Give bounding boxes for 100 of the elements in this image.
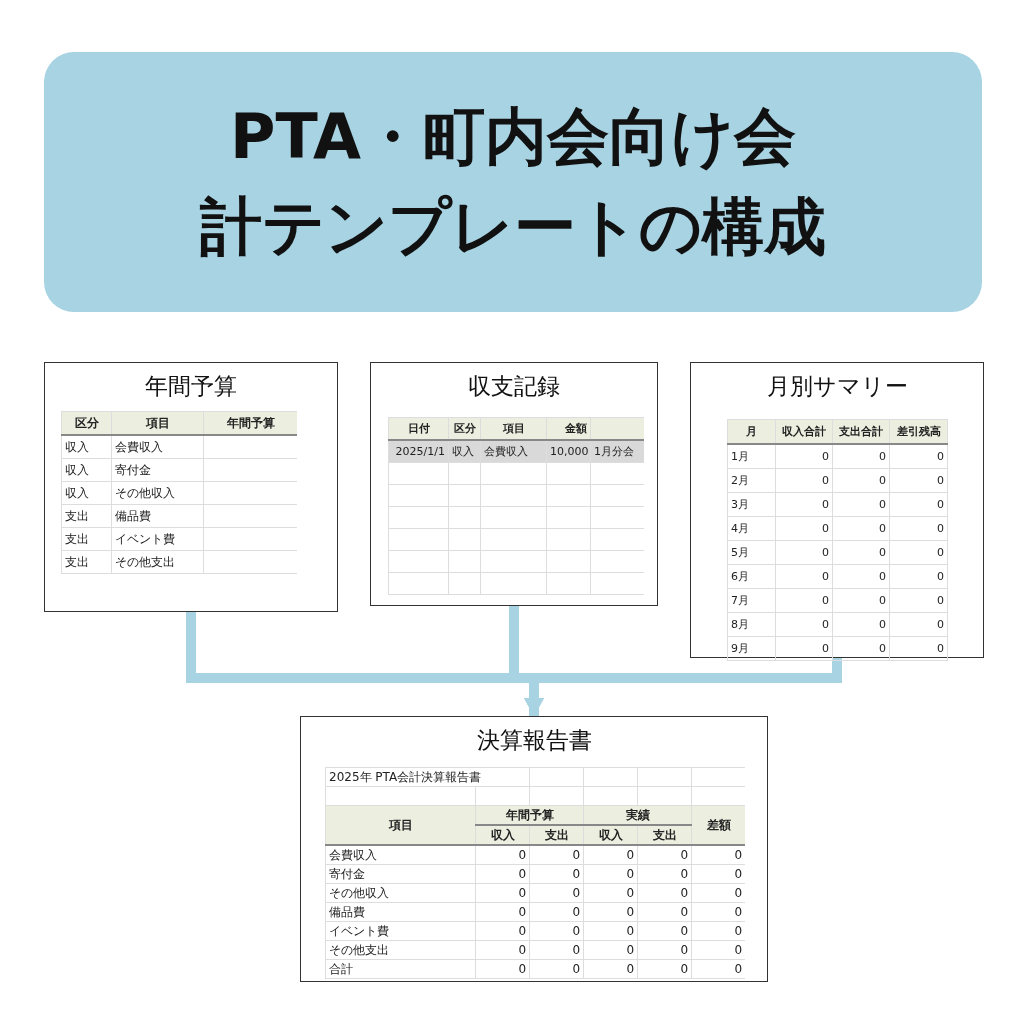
sheet-card xyxy=(300,716,768,982)
table-cell: 0 xyxy=(775,588,833,613)
table-cell: その他収入 xyxy=(111,481,204,505)
table-cell: 0 xyxy=(775,516,833,541)
table-cell: 0 xyxy=(475,940,530,960)
header-cell: 金額 xyxy=(546,417,591,440)
sheet-title: 年間予算 xyxy=(145,372,237,401)
table-cell: 0 xyxy=(775,444,833,469)
table-cell: 0 xyxy=(889,612,948,637)
table-cell: 0 xyxy=(889,564,948,589)
table-cell: 0 xyxy=(475,883,530,903)
table-cell: 2025年 PTA会計決算報告書 xyxy=(325,767,530,787)
table-cell: 会費収入 xyxy=(111,435,204,459)
table-cell: その他収入 xyxy=(325,883,476,903)
table-cell: 3月 xyxy=(727,492,776,517)
table-cell: 0 xyxy=(832,468,890,493)
table-cell: 0 xyxy=(889,492,948,517)
table-cell: 0 xyxy=(637,902,692,922)
table-cell: 0 xyxy=(529,864,584,884)
table-cell: イベント費 xyxy=(325,921,476,941)
table-cell: 7月 xyxy=(727,588,776,613)
table-cell: 0 xyxy=(583,921,638,941)
table-cell: 0 xyxy=(775,468,833,493)
table-cell: 寄付金 xyxy=(325,864,476,884)
table-cell: 支出 xyxy=(61,550,112,574)
header-cell: 差額 xyxy=(691,805,745,845)
table-cell: 6月 xyxy=(727,564,776,589)
table-cell: 0 xyxy=(583,864,638,884)
table-cell: 0 xyxy=(889,588,948,613)
header-cell: 年間予算 xyxy=(203,411,297,435)
table-cell: 収入 xyxy=(61,435,112,459)
table-cell: 0 xyxy=(637,921,692,941)
table-cell: 0 xyxy=(529,902,584,922)
table-cell: 0 xyxy=(475,959,530,979)
table-cell: 0 xyxy=(475,845,530,865)
sheet-card xyxy=(370,362,658,606)
table-cell: 8月 xyxy=(727,612,776,637)
table-cell: 収入 xyxy=(61,481,112,505)
header-cell: 区分 xyxy=(61,411,112,435)
sheet-card xyxy=(690,362,984,658)
sheet-title: 決算報告書 xyxy=(476,726,592,755)
table-cell: 0 xyxy=(583,959,638,979)
table-cell: 0 xyxy=(583,883,638,903)
table-cell: 0 xyxy=(889,636,948,661)
sheet-title: 収支記録 xyxy=(468,372,560,401)
table-cell: 0 xyxy=(529,940,584,960)
table-cell: 0 xyxy=(637,959,692,979)
table-cell: 支出 xyxy=(61,504,112,528)
table-cell: 0 xyxy=(583,845,638,865)
header-cell: 区分 xyxy=(448,417,481,440)
table-cell: 0 xyxy=(637,845,692,865)
header-cell: 支出合計 xyxy=(832,419,890,444)
table-cell: 0 xyxy=(637,864,692,884)
table-cell: 0 xyxy=(775,564,833,589)
table-cell: 2月 xyxy=(727,468,776,493)
table-cell: 0 xyxy=(889,444,948,469)
table-cell: 0 xyxy=(775,492,833,517)
table-cell: 0 xyxy=(832,636,890,661)
header-cell: 日付 xyxy=(388,417,449,440)
table-cell: 0 xyxy=(832,612,890,637)
table-cell: 0 xyxy=(775,540,833,565)
title-banner: PTA・町内会向け会計テンプレートの構成 xyxy=(44,52,982,312)
table-cell: 1月 xyxy=(727,444,776,469)
table-cell: 0 xyxy=(637,883,692,903)
table-cell: 4月 xyxy=(727,516,776,541)
table-cell: 0 xyxy=(583,902,638,922)
header-cell: 収入合計 xyxy=(775,419,833,444)
sheet-title: 月別サマリー xyxy=(766,372,908,401)
table-cell: 備品費 xyxy=(325,902,476,922)
table-cell: 0 xyxy=(637,940,692,960)
table-cell: 0 xyxy=(583,940,638,960)
table-cell: 0 xyxy=(775,612,833,637)
table-cell: その他支出 xyxy=(111,550,204,574)
table-cell: 2025/1/1 xyxy=(388,440,449,463)
table-cell: 0 xyxy=(529,921,584,941)
header-cell: 項目 xyxy=(111,411,204,435)
table-cell: 9月 xyxy=(727,636,776,661)
table-cell: 寄付金 xyxy=(111,458,204,482)
header-cell: 項目 xyxy=(480,417,547,440)
table-cell: 0 xyxy=(475,921,530,941)
table-cell: 0 xyxy=(775,636,833,661)
table-cell: 0 xyxy=(832,588,890,613)
table-cell: 0 xyxy=(529,959,584,979)
table-cell: 0 xyxy=(889,468,948,493)
table-cell: 0 xyxy=(529,845,584,865)
header-cell: 月 xyxy=(727,419,776,444)
header-cell: 項目 xyxy=(325,805,476,845)
sheet-card xyxy=(44,362,338,612)
table-cell: 0 xyxy=(832,492,890,517)
table-cell: 5月 xyxy=(727,540,776,565)
table-cell: その他支出 xyxy=(325,940,476,960)
table-cell: 合計 xyxy=(325,959,476,979)
table-cell: 支出 xyxy=(61,527,112,551)
table-cell: 0 xyxy=(832,444,890,469)
header-cell: 差引残高 xyxy=(889,419,948,444)
table-cell: 0 xyxy=(475,902,530,922)
table-cell: 0 xyxy=(529,883,584,903)
table-cell: 収入 xyxy=(61,458,112,482)
table-cell: イベント費 xyxy=(111,527,204,551)
table-cell: 0 xyxy=(475,864,530,884)
